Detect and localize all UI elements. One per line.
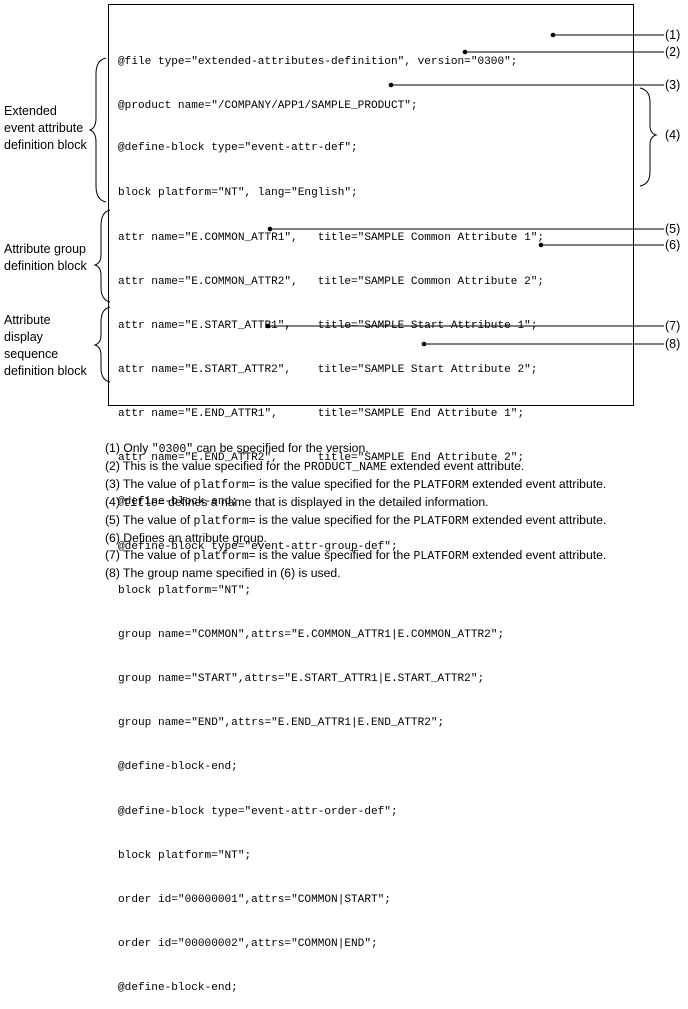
note-part: can be specified for the version. (193, 441, 369, 455)
label-line: sequence (4, 347, 59, 361)
note-part: (7) The value of (105, 548, 194, 562)
pointer-dot-6 (538, 242, 544, 248)
label-line: event attribute (4, 121, 84, 135)
note-2: (2) This is the value specified for the … (105, 459, 606, 475)
code-line: @define-block-end; (118, 761, 238, 773)
note-part: (5) The value of (105, 513, 194, 527)
note-part: extended event attribute. (386, 459, 525, 473)
note-part: is the value specified for the (255, 477, 414, 491)
marker-6: (6) (665, 238, 681, 252)
marker-7: (7) (665, 319, 681, 333)
note-part: (3) The value of (105, 477, 194, 491)
group-block-brace (93, 209, 111, 303)
pointer-dot-3 (388, 82, 394, 88)
diagram-lines (88, 32, 664, 383)
code-line: @file type="extended-attributes-definiti… (118, 56, 518, 68)
note-6: (6) Defines an attribute group. (105, 531, 606, 546)
pointer-dot-7 (265, 323, 271, 329)
code-line: @define-block-end; (118, 982, 238, 994)
group-block-label: Attribute group definition block (4, 241, 87, 275)
note-part: PLATFORM (413, 515, 469, 528)
code-line: order id="00000001",attrs="COMMON|START"… (118, 894, 391, 906)
marker-3: (3) (665, 78, 681, 92)
code-line: group name="END",attrs="E.END_ATTR1|E.EN… (118, 717, 445, 729)
label-line: definition block (4, 364, 87, 378)
label-line: definition block (4, 259, 87, 273)
label-line: definition block (4, 138, 87, 152)
code-line: @product name="/COMPANY/APP1/SAMPLE_PROD… (118, 100, 418, 112)
label-line: Attribute (4, 313, 51, 327)
code-frame (108, 4, 634, 406)
code-line: order id="00000002",attrs="COMMON|END"; (118, 938, 378, 950)
note-part: "0300" (151, 443, 194, 456)
note-part: extended event attribute. (468, 513, 607, 527)
note-part: (2) This is the value specified for the (105, 459, 304, 473)
note-part: platform= (193, 479, 256, 492)
note-part: extended event attribute. (468, 477, 607, 491)
code-line: block platform="NT"; (118, 585, 252, 597)
note-part: PLATFORM (413, 479, 469, 492)
code-line: block platform="NT", lang="English"; (118, 187, 358, 199)
note-part: platform= (193, 550, 256, 563)
label-line: Attribute group (4, 242, 86, 256)
code-line: @define-block type="event-attr-def"; (118, 142, 358, 154)
note-part: title= (123, 497, 165, 510)
code-line: group name="COMMON",attrs="E.COMMON_ATTR… (118, 629, 505, 641)
extended-block-label: Extended event attribute definition bloc… (4, 103, 87, 154)
code-line: group name="START",attrs="E.START_ATTR1|… (118, 673, 485, 685)
extended-block-brace (88, 57, 107, 203)
code-line: @define-block type="event-attr-group-def… (118, 541, 398, 553)
code-line: attr name="E.END_ATTR2", title="SAMPLE E… (118, 452, 525, 464)
code-line: attr name="E.START_ATTR2", title="SAMPLE… (118, 364, 538, 376)
note-part: defines a name that is displayed in the … (164, 495, 489, 509)
code-line: attr name="E.COMMON_ATTR2", title="SAMPL… (118, 276, 545, 288)
display-block-label: Attribute display sequence definition bl… (4, 312, 87, 380)
code-line: attr name="E.COMMON_ATTR1", title="SAMPL… (118, 232, 545, 244)
note-part: is the value specified for the (255, 548, 414, 562)
code-line: @define-block type="event-attr-order-def… (118, 806, 398, 818)
pointer-dot-8 (421, 341, 427, 347)
note-7: (7) The value of platform= is the value … (105, 548, 606, 564)
note-part: (4) (105, 495, 124, 509)
note-part: (1) Only (105, 441, 152, 455)
note-part: (6) Defines an attribute group. (105, 531, 267, 545)
note-part: (8) The group name specified in (6) is u… (105, 566, 341, 580)
marker-1: (1) (665, 28, 681, 42)
label-line: Extended (4, 104, 57, 118)
code-line: block platform="NT"; (118, 850, 252, 862)
pointer-dot-5 (267, 226, 273, 232)
note-5: (5) The value of platform= is the value … (105, 513, 606, 529)
notes-list: (1) Only "0300" can be specified for the… (105, 441, 606, 583)
pointer-dot-1 (550, 32, 556, 38)
attr-lines-brace (639, 87, 658, 187)
note-4: (4) title= defines a name that is displa… (105, 495, 606, 511)
marker-8: (8) (665, 337, 681, 351)
marker-5: (5) (665, 222, 681, 236)
note-1: (1) Only "0300" can be specified for the… (105, 441, 606, 457)
pointer-dot-2 (462, 49, 468, 55)
code-line: @define-block-end; (118, 496, 238, 508)
marker-4: (4) (665, 128, 681, 142)
note-part: extended event attribute. (468, 548, 607, 562)
label-line: display (4, 330, 43, 344)
display-block-brace (93, 306, 111, 383)
note-part: is the value specified for the (255, 513, 414, 527)
marker-2: (2) (665, 45, 681, 59)
note-8: (8) The group name specified in (6) is u… (105, 566, 606, 581)
note-part: PLATFORM (413, 550, 469, 563)
note-3: (3) The value of platform= is the value … (105, 477, 606, 493)
code-line: attr name="E.END_ATTR1", title="SAMPLE E… (118, 408, 525, 420)
note-part: PRODUCT_NAME (303, 461, 387, 474)
note-part: platform= (193, 515, 256, 528)
